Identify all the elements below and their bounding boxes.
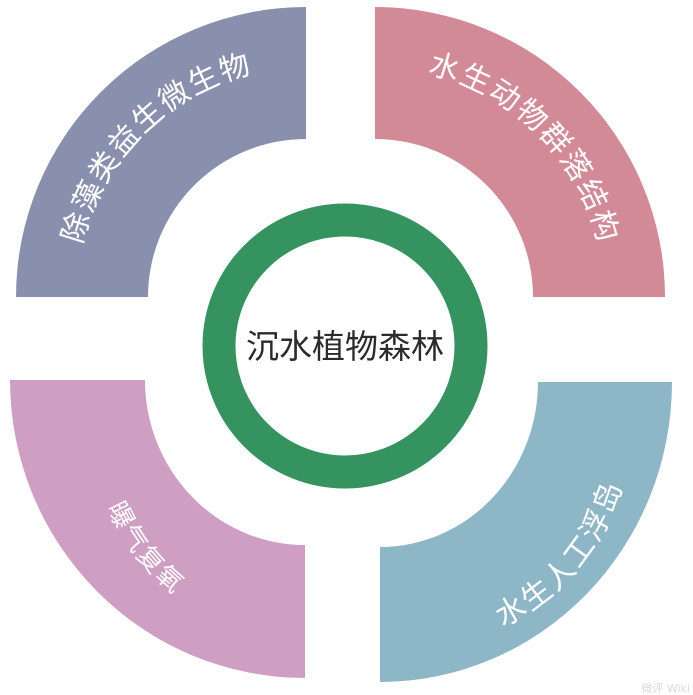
- quadrant-top-left-shape: [16, 7, 306, 297]
- quadrant-bottom-left: 曝气复氧: [10, 380, 305, 678]
- quadrant-bottom-right-shape: [380, 382, 672, 682]
- quadrant-bottom-left-shape: [10, 380, 305, 678]
- quadrant-top-right-shape: [375, 7, 665, 297]
- center-ring: [202, 203, 488, 489]
- watermark: 微评 Wiki: [641, 681, 690, 695]
- center-node: 沉水植物森林: [202, 203, 488, 489]
- center-label: 沉水植物森林: [246, 327, 444, 366]
- quadrant-bottom-right: 水生人工浮岛: [380, 382, 672, 682]
